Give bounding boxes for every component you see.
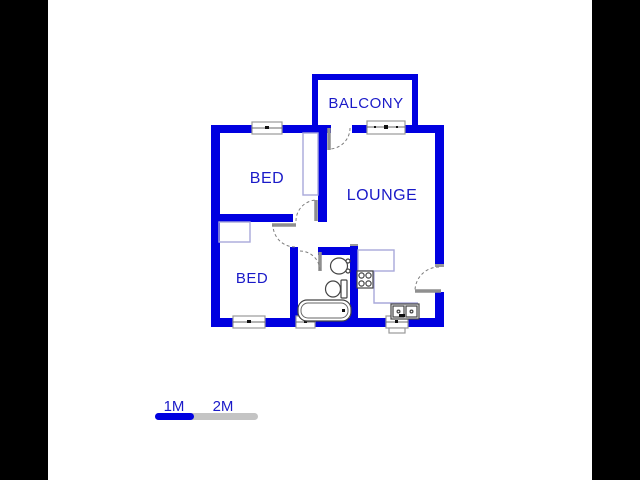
- letterbox-left: [0, 0, 48, 480]
- wall-bathroom-kitchen: [350, 245, 358, 327]
- label-bed-1: BED: [250, 170, 284, 187]
- label-balcony: BALCONY: [328, 95, 403, 112]
- wall-balcony-right: [412, 74, 418, 125]
- cupboard-bed2: [218, 221, 251, 243]
- doors: [272, 127, 441, 293]
- door-balcony: [327, 127, 351, 150]
- window-lounge-balcony: [366, 120, 406, 135]
- label-bed-2: BED: [236, 270, 268, 287]
- window-bed1: [251, 121, 283, 135]
- label-lounge: LOUNGE: [347, 187, 418, 204]
- wall-end-cap-kitchen: [350, 244, 358, 246]
- kitchen-sink-icon: [390, 303, 420, 320]
- wall-balcony-top: [312, 74, 418, 80]
- wall-bed2-bathroom: [290, 247, 298, 327]
- toilet-icon: [324, 279, 348, 299]
- scale-bar-1m-segment: [155, 413, 194, 420]
- scale-bar: 1M 2M: [155, 398, 258, 420]
- room-labels: BALCONY BED LOUNGE BED: [236, 95, 417, 287]
- cupboard-bed1: [302, 132, 319, 196]
- window-bed2: [232, 315, 266, 329]
- wall-right-upper: [435, 125, 444, 267]
- kitchen-counter-return: [373, 271, 418, 304]
- letterbox-right: [592, 0, 640, 480]
- door-bathroom: [299, 250, 322, 272]
- scale-label-2m: 2M: [213, 398, 234, 415]
- kitchen-counter-top: [357, 249, 395, 272]
- wall-right-lower: [435, 292, 444, 327]
- bathtub-icon: [297, 299, 352, 322]
- stove-icon: [356, 270, 374, 289]
- door-jamb-cap-entrance: [435, 264, 444, 267]
- wall-left-outer: [211, 125, 220, 327]
- door-entrance: [414, 266, 441, 293]
- wall-bed1-lounge: [318, 125, 327, 222]
- fixtures: [297, 257, 420, 322]
- wall-bed1-bottom: [211, 214, 293, 222]
- wall-bottom-outer: [211, 318, 444, 327]
- wall-balcony-left: [312, 74, 318, 125]
- wash-basin-icon: [329, 257, 351, 275]
- door-bed2: [272, 223, 296, 248]
- wall-bathroom-top: [318, 247, 358, 255]
- counters: [218, 132, 418, 304]
- scale-label-1m: 1M: [164, 398, 185, 415]
- door-bed1: [295, 199, 318, 222]
